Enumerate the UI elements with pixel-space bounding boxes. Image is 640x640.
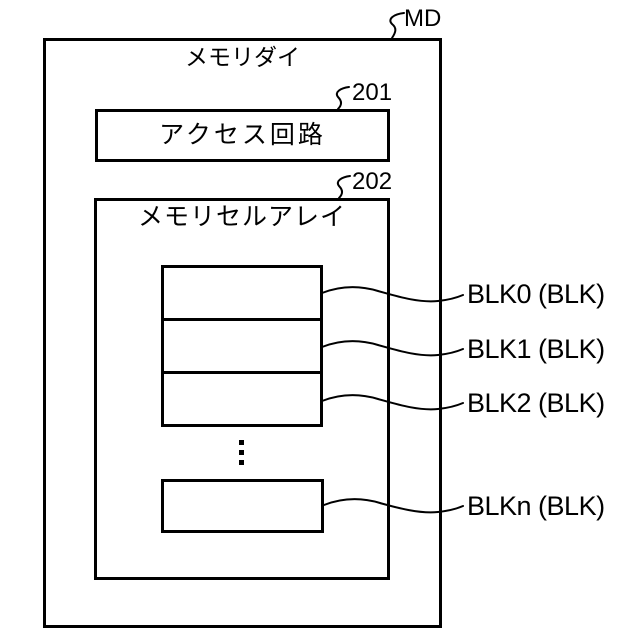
block-label-blk2: BLK2 (BLK) xyxy=(467,388,605,418)
block-box-blkn xyxy=(161,479,324,533)
memory-cell-array-label: メモリセルアレイ xyxy=(137,203,346,231)
block-box-blk1 xyxy=(161,318,323,374)
memory-die-box xyxy=(43,38,442,628)
access-circuit-ref: 201 xyxy=(352,79,393,106)
block-label-blk0: BLK0 (BLK) xyxy=(467,279,605,309)
block-label-blk1: BLK1 (BLK) xyxy=(467,334,605,364)
block-box-blk2 xyxy=(161,371,323,427)
memory-cell-array-box xyxy=(94,198,390,580)
block-label-blkn: BLKn (BLK) xyxy=(467,491,605,521)
access-circuit-box: アクセス回路 xyxy=(95,109,390,162)
access-circuit-label: アクセス回路 xyxy=(159,121,326,149)
ref-squiggle-md xyxy=(389,12,405,39)
vertical-ellipsis-icon xyxy=(239,440,244,465)
memory-die-label: メモリダイ xyxy=(185,44,300,70)
block-box-blk0 xyxy=(161,265,323,321)
memory-die-ref: MD xyxy=(404,5,442,32)
memory-cell-array-ref: 202 xyxy=(352,168,393,195)
